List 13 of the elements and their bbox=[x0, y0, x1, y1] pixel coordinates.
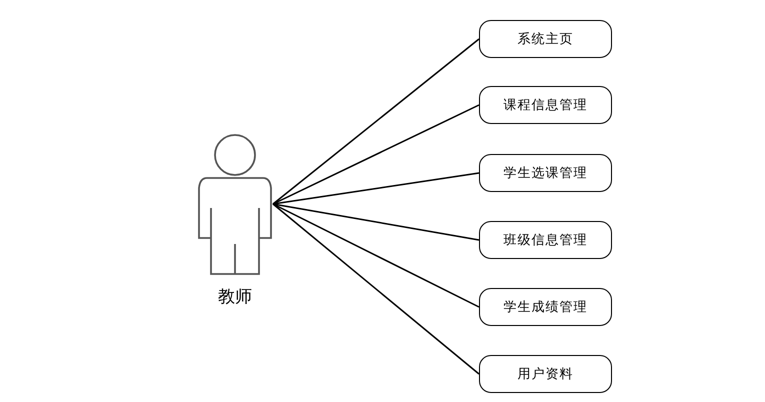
use-case-box: 课程信息管理 bbox=[479, 86, 612, 124]
connector-line bbox=[272, 38, 480, 205]
use-case-box: 学生成绩管理 bbox=[479, 288, 612, 326]
use-case-box: 系统主页 bbox=[479, 20, 612, 58]
use-case-box: 班级信息管理 bbox=[479, 221, 612, 259]
use-case-box: 用户资料 bbox=[479, 355, 612, 393]
connector-line bbox=[272, 203, 480, 241]
connector-line bbox=[272, 203, 480, 308]
actor-label: 教师 bbox=[217, 286, 253, 308]
connector-line bbox=[272, 172, 480, 205]
use-case-box: 学生选课管理 bbox=[479, 154, 612, 192]
connector-line bbox=[272, 203, 480, 375]
connector-line bbox=[272, 104, 480, 205]
